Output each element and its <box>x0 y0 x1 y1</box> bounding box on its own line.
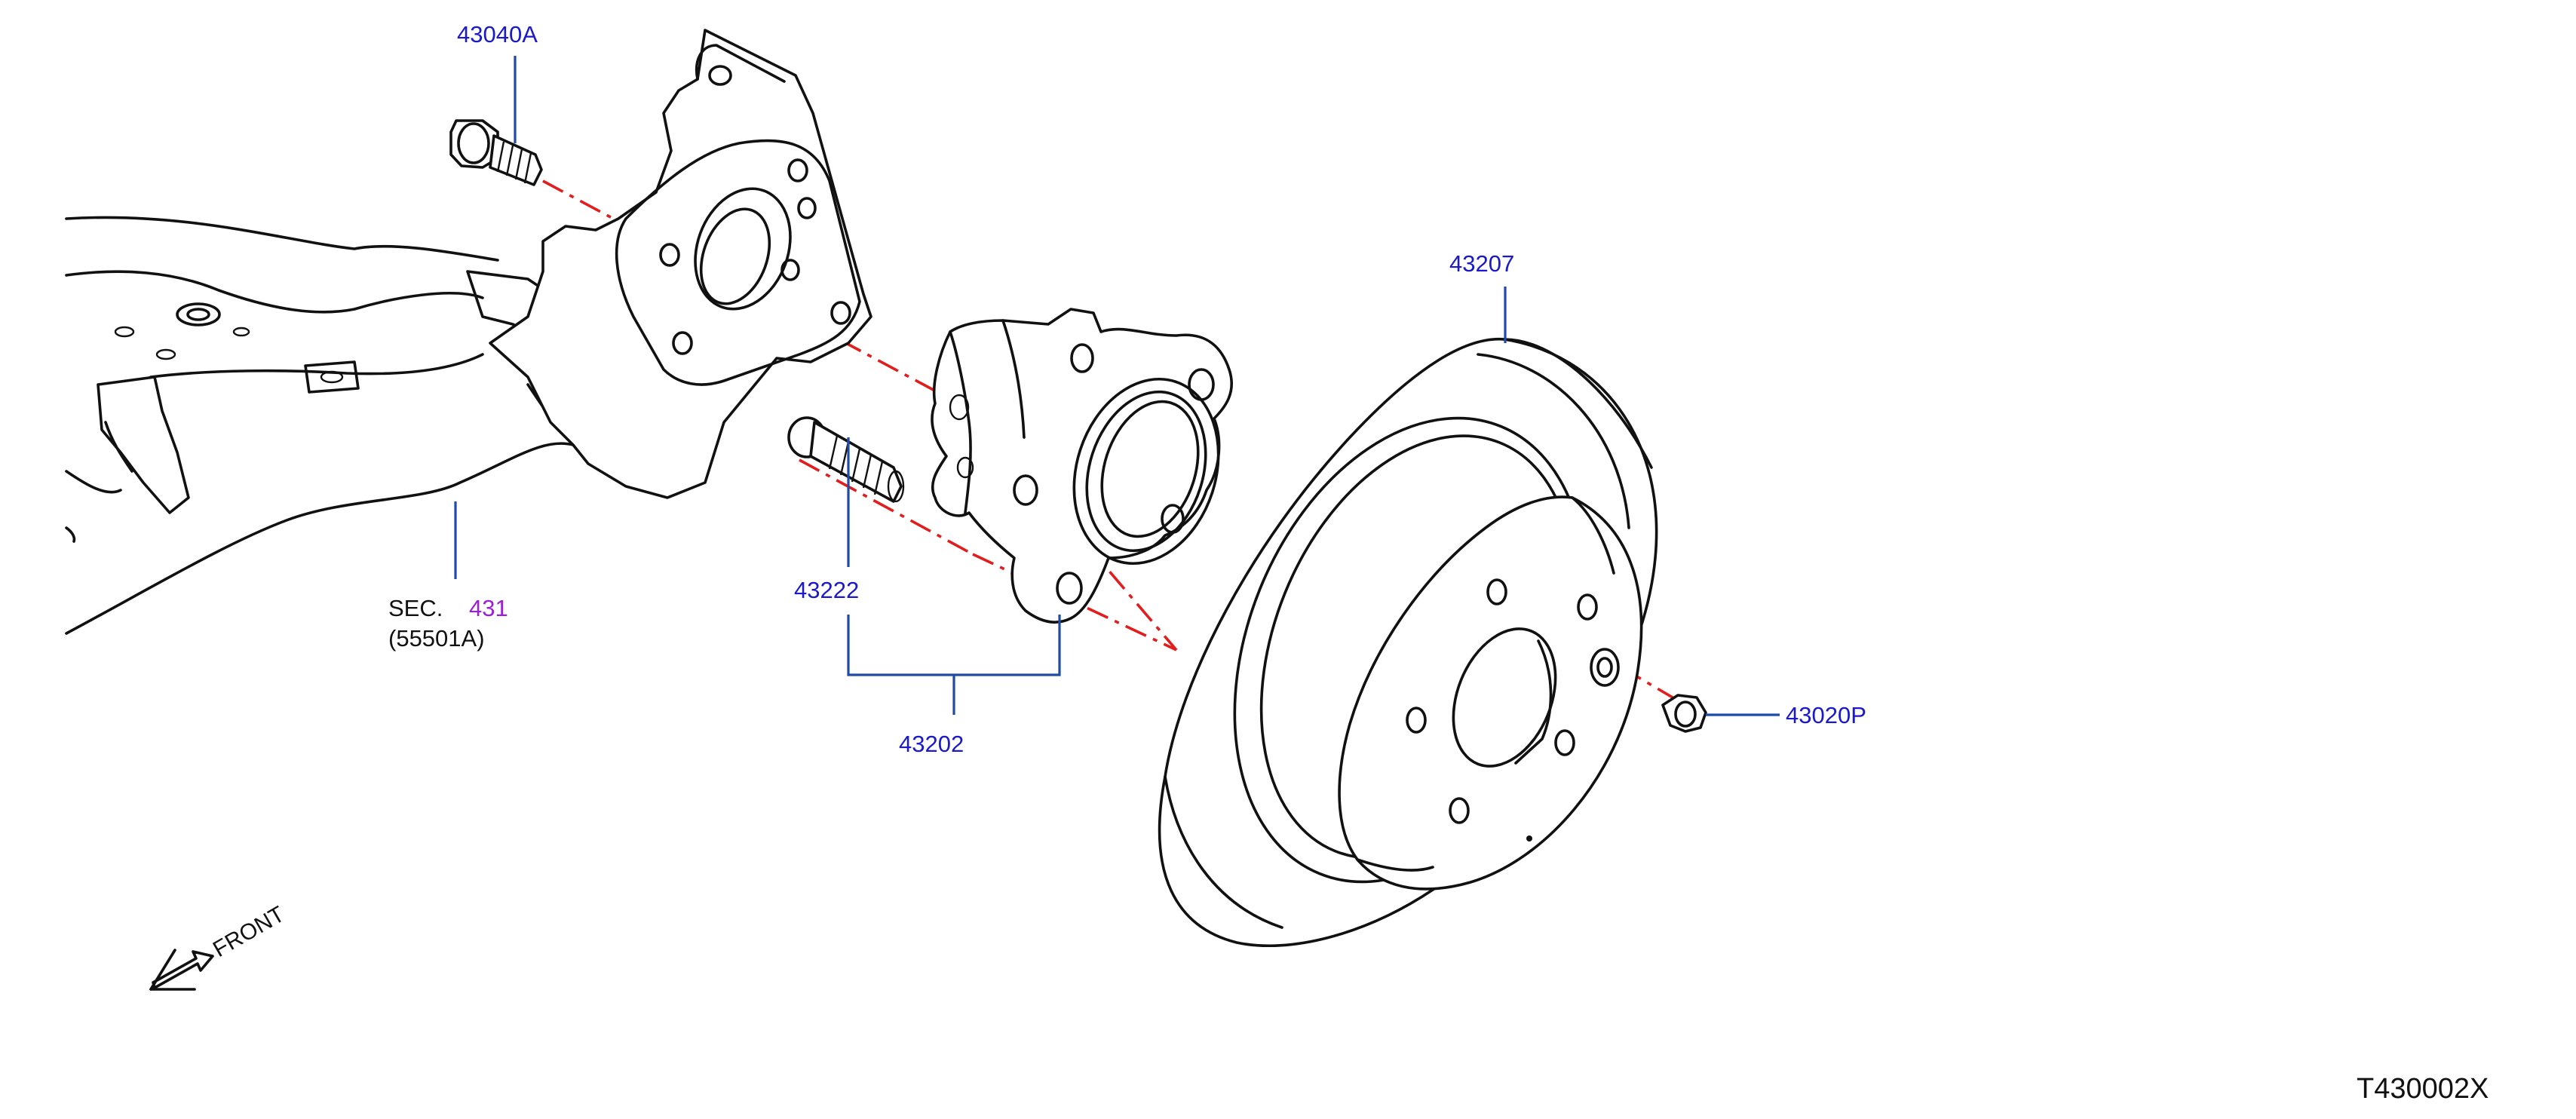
section-number-link[interactable]: 431 <box>469 595 508 621</box>
callout-43020p[interactable]: 43020P <box>1786 702 1866 728</box>
section-prefix: SEC. <box>388 595 443 621</box>
leader-lines <box>454 56 1780 716</box>
bolt-part <box>449 119 543 186</box>
brake-rotor-part <box>1158 337 1658 948</box>
callout-43222[interactable]: 43222 <box>794 577 859 603</box>
nut-part <box>1661 694 1707 733</box>
callout-43040a[interactable]: 43040A <box>457 21 538 48</box>
front-indicator: FRONT <box>149 902 289 991</box>
callouts: 43040A 43207 43222 43202 43020P <box>457 21 1866 757</box>
suspension-arm <box>65 216 597 635</box>
callout-43207[interactable]: 43207 <box>1449 250 1514 277</box>
section-reference: SEC. 431 (55501A) <box>388 595 508 651</box>
diagram-code: T430002X <box>2357 1073 2489 1105</box>
section-subref: (55501A) <box>388 625 485 651</box>
front-label: FRONT <box>209 902 289 962</box>
front-arrow-icon <box>149 949 214 991</box>
hub-assembly-part <box>931 308 1234 624</box>
knuckle-bracket <box>489 29 872 499</box>
stud-part <box>787 416 905 503</box>
callout-43202[interactable]: 43202 <box>899 731 964 757</box>
